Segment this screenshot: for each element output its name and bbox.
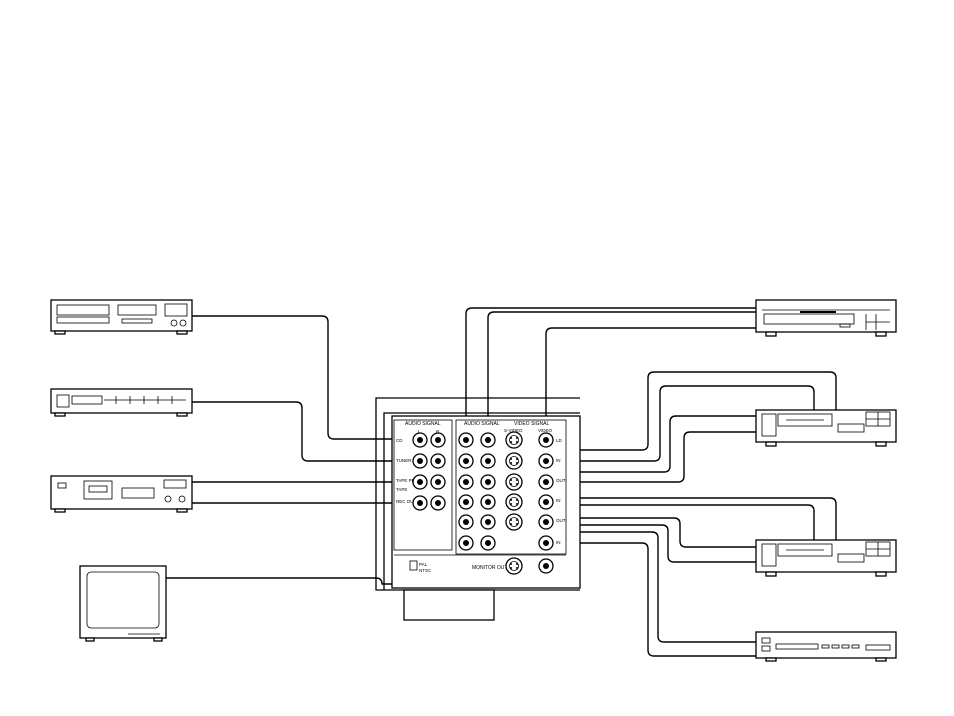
av-audio-jack	[458, 474, 474, 490]
av-audio-jack	[480, 432, 496, 448]
cd-jack-label: CD	[396, 438, 403, 443]
cable-cd-player	[192, 315, 416, 440]
audio-jack	[412, 474, 428, 490]
cable-vcr2-video-out	[548, 517, 756, 548]
audio-jack	[430, 495, 446, 511]
cable-vcr1-video-out	[548, 415, 756, 473]
audio-jack	[430, 474, 446, 490]
tuner-device	[50, 388, 193, 417]
av-audio-jack	[458, 535, 474, 551]
cable-ld-right	[487, 311, 756, 440]
pal-label: PAL	[419, 562, 428, 567]
tape-deck-device	[50, 475, 193, 513]
cable-vcr2-video-in	[548, 524, 756, 563]
audio-jack	[412, 453, 428, 469]
av-audio-jack	[458, 514, 474, 530]
vcr2-out-jack-label: OUT	[556, 518, 566, 523]
video-jack	[538, 514, 554, 530]
s-video-jack	[505, 431, 523, 449]
cable-vcr2-out	[548, 497, 837, 540]
monitor-out-label: MONITOR OUT	[472, 565, 507, 571]
tape-jack-label: TAPE	[396, 487, 407, 492]
cd-player-device	[50, 299, 193, 335]
ld-jack-label: LD	[556, 438, 563, 443]
vcr2-device	[755, 539, 897, 577]
av-audio-jack	[458, 494, 474, 510]
s-video-jack	[505, 452, 523, 470]
av-audio-jack	[458, 432, 474, 448]
dvd-in-jack-label: IN	[556, 540, 561, 545]
video-jack	[538, 453, 554, 469]
audio-jack	[430, 453, 446, 469]
cable-ld-video	[545, 327, 756, 440]
vcr2-in-jack-label: IN	[556, 498, 561, 503]
cable-vcr2-in	[548, 504, 815, 540]
ntsc-label: NTSC	[419, 568, 432, 573]
monitor-out-jack	[538, 558, 554, 574]
tv-monitor-device	[79, 565, 167, 642]
laserdisc-player-device	[755, 299, 897, 337]
audio-signal-header: AUDIO SIGNAL	[405, 421, 441, 427]
video-jack	[538, 535, 554, 551]
s-video-jack	[505, 473, 523, 491]
audio-jack	[412, 495, 428, 511]
av-audio-jack	[480, 453, 496, 469]
av-audio-jack	[480, 514, 496, 530]
av-audio-jack	[480, 494, 496, 510]
tape-pb-jack-label: TAPE PB	[396, 478, 415, 483]
video-signal-header: VIDEO SIGNAL	[514, 421, 550, 427]
vcr1-out-jack-label: OUT	[556, 478, 566, 483]
vcr1-device	[755, 409, 897, 447]
video-jack	[538, 432, 554, 448]
cable-dvd-2	[548, 542, 756, 657]
rca-jacks	[412, 431, 554, 575]
s-video-jack	[505, 557, 523, 575]
av-audio-jack	[480, 535, 496, 551]
audio-in-header: AUDIO SIGNAL	[464, 421, 500, 427]
cable-vcr1-video-in	[548, 431, 756, 483]
audio-jack	[430, 432, 446, 448]
connection-cables	[166, 307, 843, 657]
s-video-jack	[505, 493, 523, 511]
av-receiver-rear-panel: AUDIO SIGNAL AUDIO SIGNAL VIDEO SIGNAL L…	[375, 397, 581, 621]
dvd-player-device	[755, 631, 897, 662]
video-jack	[538, 494, 554, 510]
tuner-jack-label: TUNER	[396, 458, 412, 463]
left-channel-label: L	[418, 429, 421, 434]
cable-dvd-1	[548, 531, 756, 643]
av-audio-jack	[458, 453, 474, 469]
right-channel-label: R	[436, 429, 440, 434]
vcr1-in-jack-label: IN	[556, 458, 561, 463]
video-jack	[538, 474, 554, 490]
rec-out-jack-label: REC OUT	[396, 499, 417, 504]
cable-ld-left	[465, 307, 756, 440]
video-label: VIDEO	[538, 428, 553, 433]
s-video-label: S-VIDEO	[504, 428, 523, 433]
cable-vcr1-in	[548, 385, 815, 462]
cable-tuner	[192, 401, 416, 462]
av-audio-jack	[480, 474, 496, 490]
audio-jack	[412, 432, 428, 448]
s-video-jack	[505, 513, 523, 531]
